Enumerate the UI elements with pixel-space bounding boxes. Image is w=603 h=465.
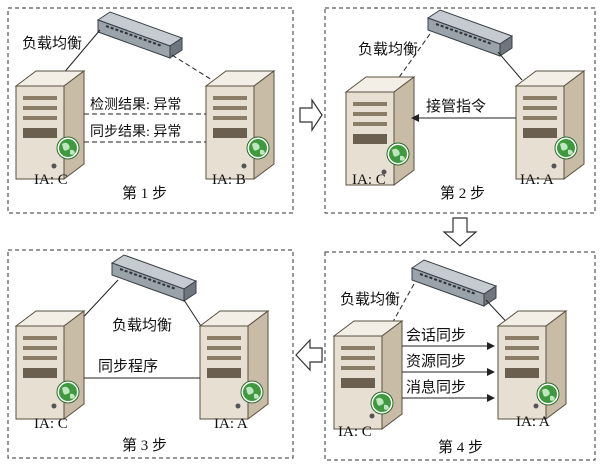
load-balance-label: 负载均衡 — [112, 317, 172, 334]
detect-result-label: 检测结果: 异常 — [90, 97, 181, 113]
globe-icon — [240, 380, 264, 404]
flow-arrow-down — [442, 217, 478, 247]
panel-2-frame — [324, 7, 596, 214]
globe-icon — [554, 136, 578, 160]
message-sync-label: 消息同步 — [406, 379, 466, 396]
load-balance-label: 负载均衡 — [22, 35, 82, 52]
globe-icon — [536, 382, 560, 406]
link-switch-to-server-a — [497, 51, 523, 81]
server-c-label: IA: C — [338, 424, 372, 440]
panel-2: 负载均衡 接管指令 IA: C IA: A 第 2 步 — [345, 9, 585, 202]
load-balance-label: 负载均衡 — [358, 41, 418, 58]
resource-sync-label: 资源同步 — [406, 353, 466, 370]
session-sync-label: 会话同步 — [406, 327, 466, 344]
server-icon-a — [199, 310, 269, 420]
server-a-label: IA: A — [214, 416, 248, 432]
link-switch-to-server-b-dashed — [171, 54, 213, 81]
globe-icon — [56, 136, 80, 160]
load-balance-label: 负载均衡 — [340, 291, 400, 308]
load-balancer-switch-icon — [427, 9, 513, 57]
server-a-label: IA: A — [520, 172, 554, 188]
step-label: 第 1 步 — [122, 184, 167, 202]
server-icon-c — [15, 310, 85, 420]
server-b-label: IA: B — [212, 172, 246, 188]
server-icon-c — [333, 320, 403, 430]
step-label: 第 3 步 — [122, 436, 167, 454]
server-c-label: IA: C — [352, 172, 386, 188]
step-label: 第 2 步 — [440, 184, 485, 202]
server-icon-a — [515, 70, 585, 180]
panel-4-frame — [324, 251, 596, 461]
load-balancer-switch-icon — [111, 254, 197, 302]
step-label: 第 4 步 — [438, 438, 483, 456]
load-balancer-switch-icon — [97, 11, 183, 59]
globe-icon — [56, 380, 80, 404]
panel-3: 负载均衡 同步程序 IA: C IA: A 第 3 步 — [15, 254, 269, 454]
server-icon-b — [205, 70, 275, 180]
globe-icon — [246, 136, 270, 160]
server-icon-a — [497, 310, 567, 420]
flow-arrow-left — [295, 338, 323, 372]
server-c-label: IA: C — [34, 172, 68, 188]
panel-3-frame — [7, 249, 294, 459]
sync-program-label: 同步程序 — [98, 358, 158, 375]
sync-result-label: 同步结果: 异常 — [90, 124, 181, 140]
panel-1-frame — [7, 7, 294, 214]
flow-arrow-right — [299, 98, 323, 132]
server-a-label: IA: A — [516, 414, 550, 430]
server-icon-c — [345, 76, 415, 186]
panel-1: 负载均衡 检测结果: 异常 同步结果: 异常 IA: C IA: B 第 1 步 — [15, 11, 275, 202]
load-balancer-switch-icon — [411, 259, 497, 307]
panel-4: 负载均衡 会话同步 资源同步 消息同步 IA: C IA: A 第 4 步 — [333, 259, 567, 456]
takeover-command-label: 接管指令 — [426, 98, 486, 115]
globe-icon — [370, 391, 394, 415]
server-icon-c — [15, 70, 85, 180]
link-switch-to-server-c — [61, 29, 101, 76]
globe-icon — [386, 142, 410, 166]
server-c-label: IA: C — [34, 416, 68, 432]
